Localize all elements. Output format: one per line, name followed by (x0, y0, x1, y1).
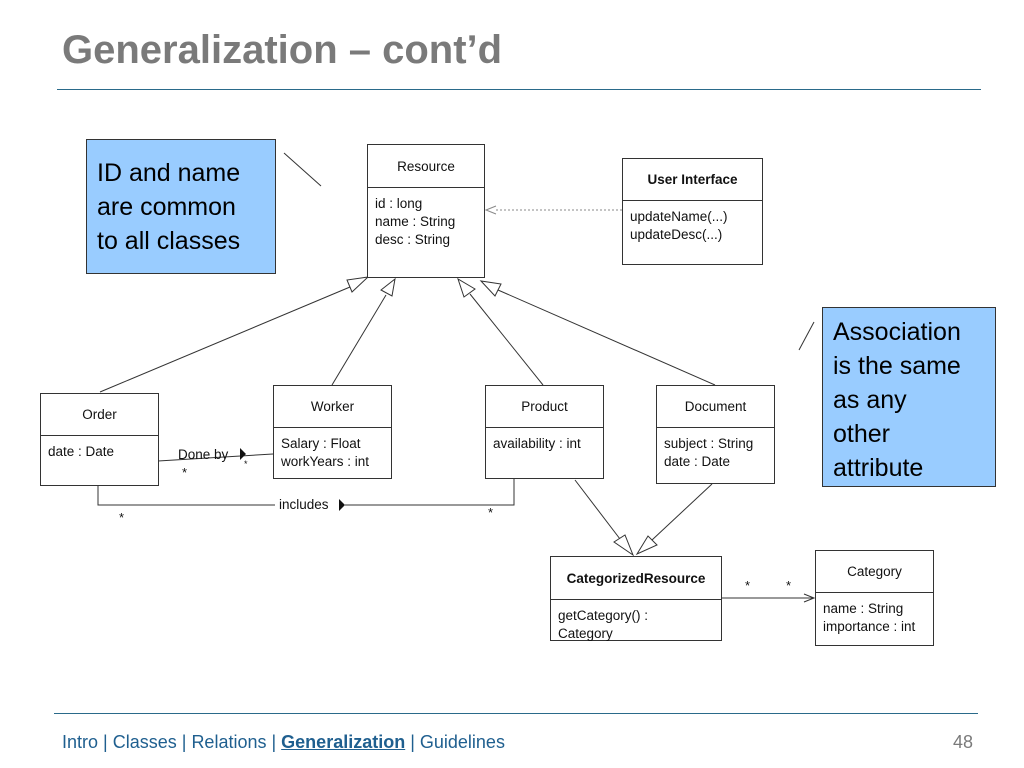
class-product: Product availability : int (485, 385, 604, 479)
class-categorized-resource: CategorizedResource getCategory() : Cate… (550, 556, 722, 641)
note-pointer-association (798, 321, 815, 351)
attr-importance: importance : int (823, 619, 916, 634)
note-common-attributes: ID and name are common to all classes (86, 139, 276, 274)
mult-done-by-worker: * (244, 459, 248, 469)
note-common-line-3: to all classes (97, 227, 241, 255)
includes-direction-triangle (339, 499, 345, 511)
class-resource-name: Resource (368, 145, 484, 188)
method-update-name: updateName(...) (630, 209, 728, 224)
note-common-line-2: are common (97, 193, 236, 221)
label-done-by: Done by (178, 447, 229, 462)
mult-done-by-order: * (182, 465, 188, 480)
attr-name: name : String (375, 214, 456, 229)
note-common-line-1: ID and name (97, 159, 241, 187)
label-includes: includes (279, 497, 329, 512)
class-document-attributes: subject : String date : Date (657, 428, 774, 471)
nav-link-relations[interactable]: Relations (191, 732, 267, 752)
generalization-order-arrowhead (346, 276, 370, 293)
nav-link-generalization[interactable]: Generalization (281, 732, 406, 752)
mult-includes-order: * (119, 510, 125, 525)
mult-category-right: * (786, 578, 792, 593)
class-worker-name: Worker (274, 386, 391, 428)
class-order-attributes: date : Date (41, 436, 158, 461)
generalization-document-arrowhead (479, 280, 502, 297)
mult-includes-product: * (488, 505, 494, 520)
nav-separator: | (176, 732, 192, 752)
class-category: Category name : String importance : int (815, 550, 934, 646)
generalization-document-line (497, 289, 716, 386)
note-association-line-1: Association (833, 318, 961, 346)
attr-desc: desc : String (375, 232, 451, 247)
generalization-order-line (99, 286, 351, 393)
class-order-name: Order (41, 394, 158, 436)
attr-order-date: date : Date (48, 444, 115, 459)
nav-link-guidelines[interactable]: Guidelines (419, 732, 505, 752)
note-association-line-4: other (833, 420, 890, 448)
association-done-by-line (157, 453, 274, 462)
generalization-worker-arrowhead (380, 277, 396, 297)
class-user-interface: User Interface updateName(...) updateDes… (622, 158, 763, 265)
association-includes-line-left (97, 486, 275, 506)
class-product-attributes: availability : int (486, 428, 603, 453)
done-by-direction-triangle (240, 448, 246, 460)
class-worker-attributes: Salary : Float workYears : int (274, 428, 391, 471)
method-get-category: getCategory() : (558, 608, 649, 623)
page-number: 48 (953, 732, 974, 752)
association-category-arrowhead (803, 593, 816, 603)
class-resource-attributes: id : long name : String desc : String (368, 188, 484, 249)
method-update-desc: updateDesc(...) (630, 227, 723, 242)
attr-category-name: name : String (823, 601, 904, 616)
title-divider (57, 89, 981, 90)
dependency-arrowhead (484, 205, 497, 215)
attr-subject: subject : String (664, 436, 754, 451)
nav-link-classes[interactable]: Classes (112, 732, 177, 752)
generalization-product-cat-arrowhead (613, 534, 635, 557)
class-categorized-resource-name: CategorizedResource (551, 557, 721, 600)
mult-category-left: * (745, 578, 751, 593)
footer-divider (54, 713, 978, 714)
association-includes-line-right (345, 479, 515, 506)
class-order: Order date : Date (40, 393, 159, 486)
class-categorized-resource-methods: getCategory() : Category (551, 600, 721, 643)
class-resource: Resource id : long name : String desc : … (367, 144, 485, 278)
attr-document-date: date : Date (664, 454, 731, 469)
class-document-name: Document (657, 386, 774, 428)
generalization-document-cat-arrowhead (635, 535, 658, 556)
generalization-product-cat-line (574, 479, 621, 540)
note-association-line-3: as any (833, 386, 907, 414)
attr-salary: Salary : Float (281, 436, 361, 451)
generalization-product-arrowhead (457, 277, 476, 298)
class-category-name: Category (816, 551, 933, 593)
nav-separator: | (266, 732, 282, 752)
attr-id: id : long (375, 196, 423, 211)
generalization-worker-line (331, 294, 387, 386)
attr-work-years: workYears : int (281, 454, 370, 469)
class-worker: Worker Salary : Float workYears : int (273, 385, 392, 479)
note-association: Association is the same as any other att… (822, 307, 996, 487)
class-user-interface-name: User Interface (623, 159, 762, 201)
attr-availability: availability : int (493, 436, 581, 451)
class-product-name: Product (486, 386, 603, 428)
nav-link-intro[interactable]: Intro (62, 732, 99, 752)
class-user-interface-methods: updateName(...) updateDesc(...) (623, 201, 762, 244)
nav-separator: | (405, 732, 420, 752)
note-association-line-5: attribute (833, 454, 924, 482)
class-category-attributes: name : String importance : int (816, 593, 933, 636)
method-get-category-return: Category (558, 626, 613, 641)
slide-title: Generalization – cont’d (62, 28, 503, 72)
footer-nav: Intro | Classes | Relations | Generaliza… (62, 732, 505, 753)
nav-separator: | (98, 732, 113, 752)
generalization-product-line (469, 293, 544, 386)
class-document: Document subject : String date : Date (656, 385, 775, 484)
note-association-line-2: is the same (833, 352, 961, 380)
generalization-document-cat-line (651, 483, 713, 541)
note-pointer-common (283, 152, 322, 187)
